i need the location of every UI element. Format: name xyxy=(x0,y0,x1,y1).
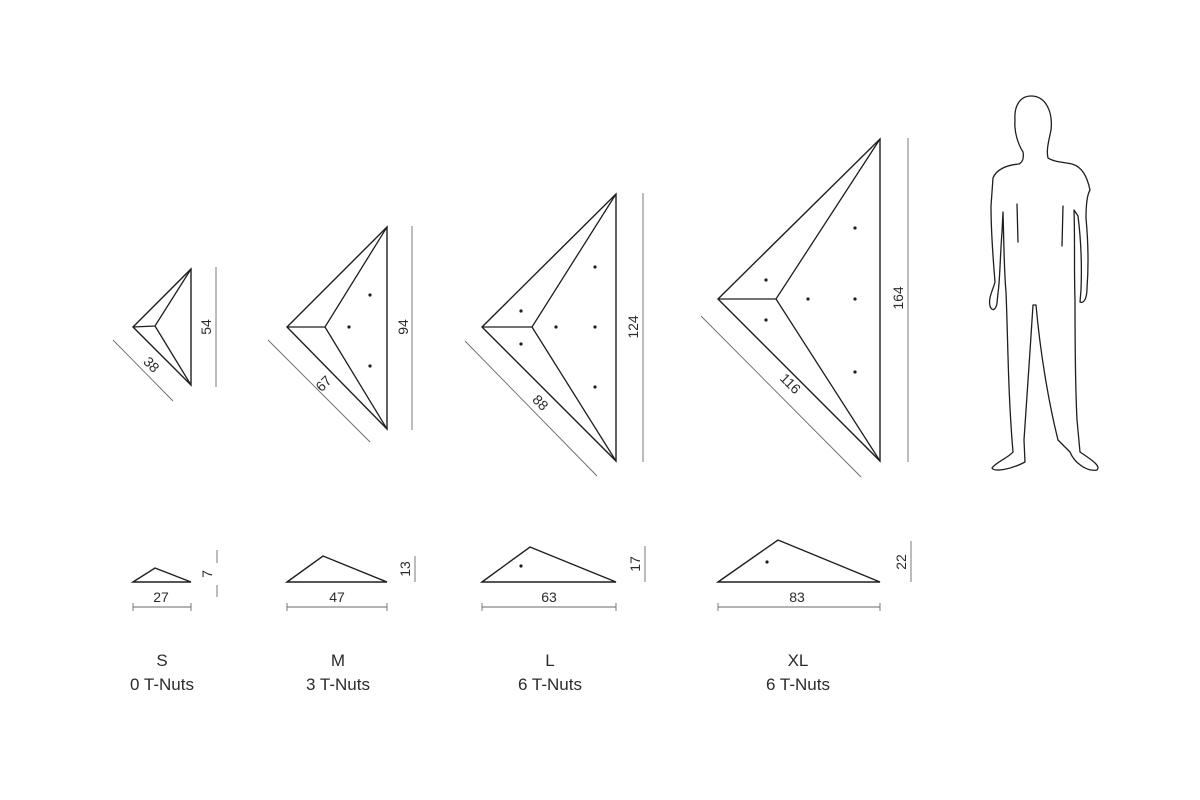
hold-xl-depth-dimension: 22 xyxy=(893,541,912,582)
t-nut-hole xyxy=(519,342,523,346)
hold-m-lower-facet xyxy=(324,326,388,430)
hold-m-width-dimension: 47 xyxy=(286,589,388,611)
t-nut-hole xyxy=(853,297,857,301)
hold-xl-outline xyxy=(717,137,881,463)
hold-s-depth-dimension: 7 xyxy=(199,550,218,597)
hold-xl-height-label: 164 xyxy=(890,286,906,310)
hold-l-lower-facet xyxy=(531,326,617,462)
hold-l-depth-label: 17 xyxy=(627,556,643,572)
hold-s-height-label: 54 xyxy=(198,319,214,335)
hold-xl-side-view xyxy=(715,539,881,583)
hold-l-side-view xyxy=(479,546,617,583)
hold-l-tnuts-label: 6 T-Nuts xyxy=(518,675,582,694)
hold-s-tnuts-label: 0 T-Nuts xyxy=(130,675,194,694)
hold-s-height-dimension: 54 xyxy=(198,267,217,387)
t-nut-hole xyxy=(554,325,558,329)
hold-s-depth-label: 7 xyxy=(199,570,215,578)
hold-xl-profile xyxy=(715,539,881,583)
t-nut-hole xyxy=(347,325,351,329)
hold-s-outline xyxy=(132,267,192,387)
hold-xl-front-view xyxy=(717,137,881,463)
hold-xl-lower-facet xyxy=(775,298,881,462)
t-nut-hole xyxy=(765,560,769,564)
hold-s-width-dimension: 27 xyxy=(132,589,192,611)
t-nut-hole xyxy=(593,325,597,329)
t-nut-hole xyxy=(519,564,523,568)
hold-l-profile xyxy=(479,546,617,583)
t-nut-hole xyxy=(593,265,597,269)
hold-m-side-view xyxy=(284,555,388,583)
hold-m-depth-dimension: 13 xyxy=(397,556,416,582)
t-nut-hole xyxy=(519,309,523,313)
t-nut-hole xyxy=(853,226,857,230)
hold-m-width-label: 47 xyxy=(329,589,345,605)
hold-s-profile xyxy=(130,567,192,583)
hold-s-width-label: 27 xyxy=(153,589,169,605)
t-nut-hole xyxy=(368,364,372,368)
human-silhouette-icon xyxy=(988,95,1099,471)
hold-m-profile xyxy=(284,555,388,583)
hold-l-depth-dimension: 17 xyxy=(627,546,646,582)
hold-l-front-view xyxy=(481,192,617,463)
hold-m-height-label: 94 xyxy=(395,319,411,335)
human-arm-crease xyxy=(1016,203,1019,243)
hold-l-width-label: 63 xyxy=(541,589,557,605)
hold-m-tnuts-label: 3 T-Nuts xyxy=(306,675,370,694)
hold-s-lower-facet xyxy=(154,325,192,386)
hold-m-diagonal-label: 67 xyxy=(312,372,334,394)
hold-xl-height-dimension: 164 xyxy=(890,138,909,462)
hold-xl-size-label: XL xyxy=(788,651,809,670)
hold-l-size-label: L xyxy=(545,651,554,670)
t-nut-hole xyxy=(764,318,768,322)
hold-s-front-view xyxy=(132,267,192,387)
hold-s-size-label: S xyxy=(156,651,167,670)
hold-xl-tnuts-label: 6 T-Nuts xyxy=(766,675,830,694)
hold-xl-diagonal-dimension: 116 xyxy=(700,315,862,478)
t-nut-hole xyxy=(593,385,597,389)
hold-xl-depth-label: 22 xyxy=(893,554,909,570)
hold-xl-diagonal-label: 116 xyxy=(777,370,804,397)
t-nut-hole xyxy=(853,370,857,374)
hold-s-side-view xyxy=(130,567,192,583)
t-nut-hole xyxy=(368,293,372,297)
t-nut-hole xyxy=(764,278,768,282)
hold-m-front-view xyxy=(286,225,388,431)
hold-l-outline xyxy=(481,192,617,463)
human-arm-crease xyxy=(1061,205,1064,247)
hold-m-diagonal-dimension: 67 xyxy=(267,339,371,443)
hold-m-size-label: M xyxy=(331,651,345,670)
hold-xl-width-label: 83 xyxy=(789,589,805,605)
hold-l-height-label: 124 xyxy=(625,315,641,339)
hold-m-height-dimension: 94 xyxy=(395,226,413,430)
hold-m-outline xyxy=(286,225,388,431)
hold-s-diagonal-dimension: 38 xyxy=(112,339,174,402)
hold-l-width-dimension: 63 xyxy=(481,589,617,611)
hold-l-height-dimension: 124 xyxy=(625,193,644,462)
hold-l-diagonal-dimension: 88 xyxy=(464,340,598,477)
hold-m-depth-label: 13 xyxy=(397,561,413,577)
hold-xl-width-dimension: 83 xyxy=(717,589,881,611)
hold-s-diagonal-label: 38 xyxy=(140,353,162,375)
t-nut-hole xyxy=(806,297,810,301)
